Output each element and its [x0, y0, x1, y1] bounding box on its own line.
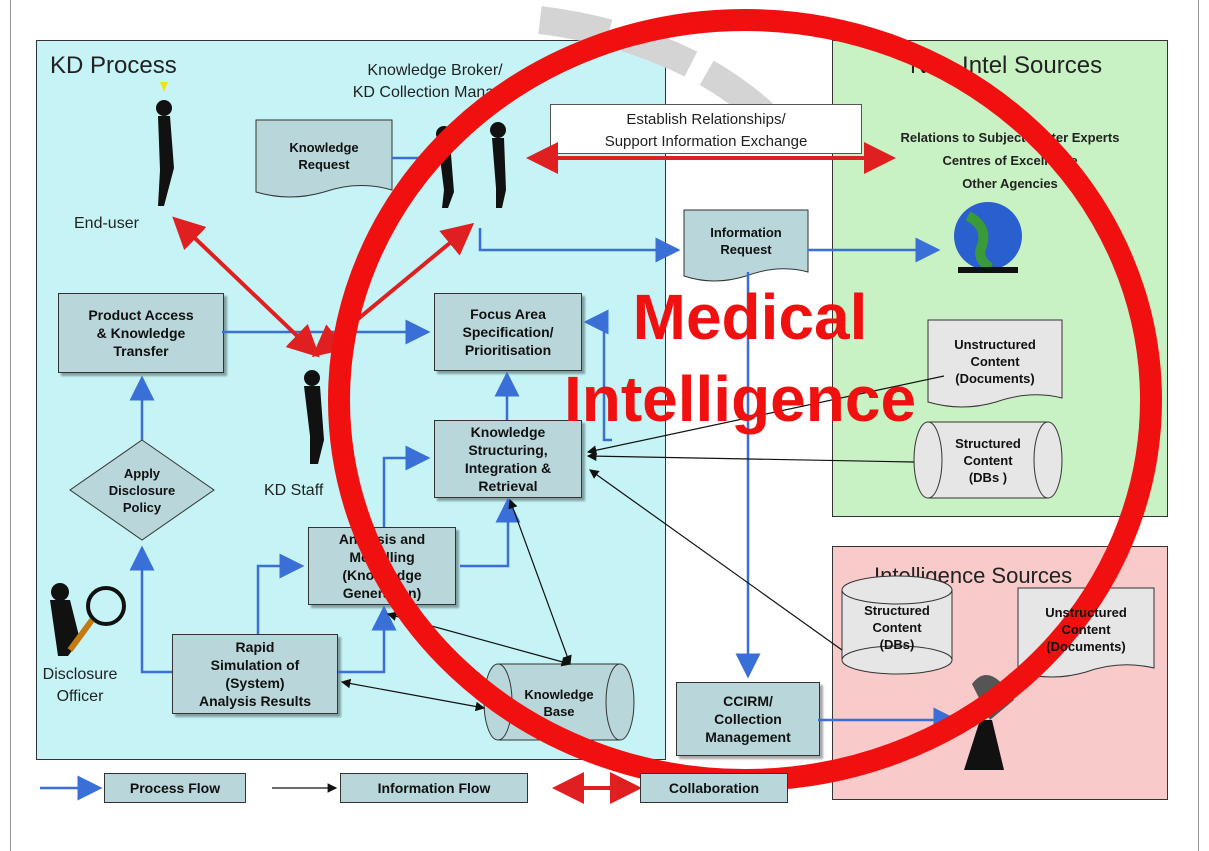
intelligence-sources-title: Intelligence Sources [874, 563, 1073, 588]
kd-staff-label: KD Staff [264, 482, 324, 499]
unstructured-nonintel-shape [927, 319, 1063, 408]
end-user-label: End-user [74, 215, 139, 232]
page-border [10, 0, 11, 851]
unstructured-nonintel-label: Unstructured Content (Documents) [954, 336, 1036, 386]
knowledge-base-label: Knowledge Base [524, 687, 594, 719]
legend-collaboration: Collaboration [640, 773, 788, 803]
page-border-right [1198, 0, 1199, 851]
legend-process-flow: Process Flow [104, 773, 246, 803]
structured-nonintel-label: Structured Content (DBs ) [955, 435, 1021, 485]
information-request-shape [683, 209, 809, 282]
knowledge-request-shape [255, 119, 393, 198]
structured-intel-label: Structured Content (DBs) [864, 602, 930, 652]
globe-icon [954, 202, 1022, 273]
structured-nonintel-cylinder [913, 421, 1063, 499]
process-flow-arrows [129, 156, 959, 733]
disclosure-policy-label: Apply Disclosure Policy [108, 465, 176, 515]
knowledge-request-label: Knowledge Request [289, 140, 359, 172]
ccirm-box: CCIRM/ Collection Management [676, 682, 820, 756]
legend-information-flow: Information Flow [340, 773, 528, 803]
disclosure-officer-label: Disclosure Officer [42, 666, 118, 705]
kd-process-title: KD Process [50, 52, 177, 79]
rapid-simulation-box: Rapid Simulation of (System) Analysis Re… [172, 634, 338, 714]
information-request-label: Information Request [710, 225, 782, 257]
structured-intel-cylinder [841, 575, 953, 675]
overlay-text-medical: Medical [632, 281, 868, 353]
unstructured-intel-label: Unstructured Content (Documents) [1045, 604, 1127, 654]
knowledge-structuring-box: Knowledge Structuring, Integration & Ret… [434, 420, 582, 498]
overlay-text-intelligence: Intelligence [563, 363, 917, 435]
disclosure-diamond [69, 439, 215, 541]
